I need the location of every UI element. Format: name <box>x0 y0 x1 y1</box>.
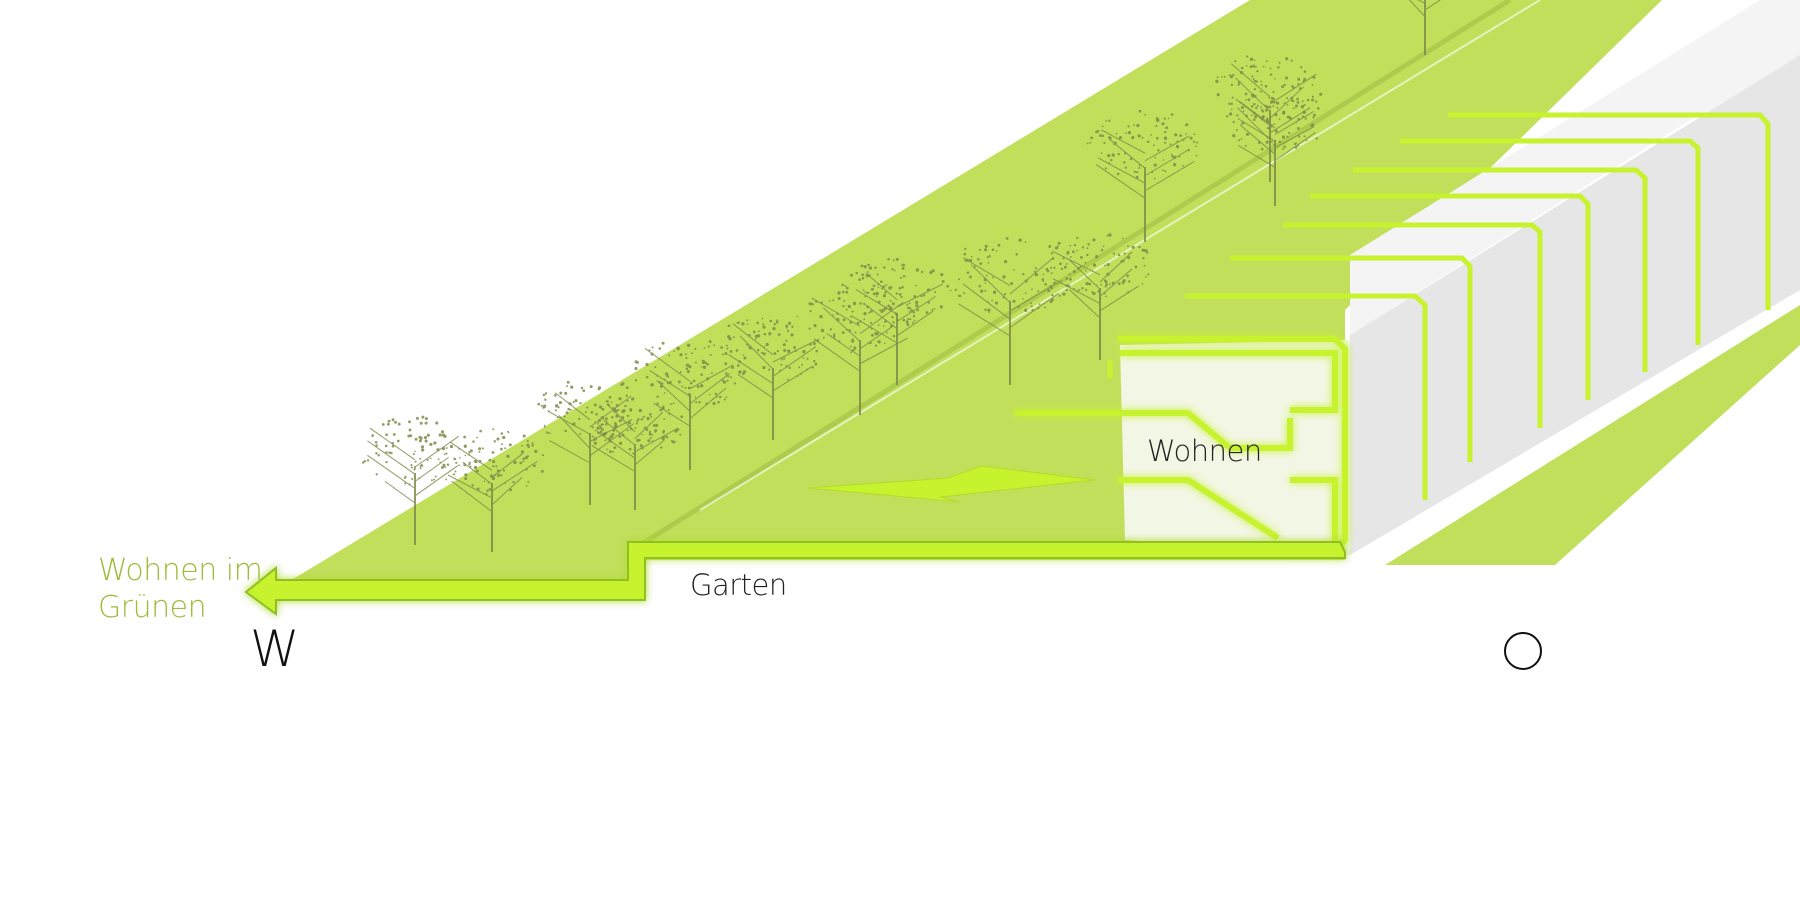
tree-icon <box>634 340 736 470</box>
east-compass-circle <box>1504 632 1542 670</box>
tree-icon <box>844 257 950 385</box>
label-wohnen-im-gruenen: Wohnen im Grünen <box>98 552 263 626</box>
building-fin-lines <box>1185 112 1771 500</box>
label-wohnen-im-gruenen-line1: Wohnen im <box>98 553 263 588</box>
tree-icon <box>537 380 645 505</box>
tree-icon <box>949 237 1072 385</box>
tree-icon <box>439 428 544 552</box>
tree-icon <box>1050 233 1150 360</box>
tree-icon <box>1215 55 1323 182</box>
tree-icon <box>724 315 825 440</box>
arrow-right-icon <box>807 465 1096 503</box>
tree-row <box>362 0 1441 552</box>
tree-icon <box>362 415 467 545</box>
tree-icon <box>1086 109 1199 242</box>
tree-icon <box>1408 0 1441 55</box>
green-strip-east <box>1385 305 1800 565</box>
building-front-face <box>1350 55 1800 555</box>
label-garten: Garten <box>690 568 787 602</box>
arrow-left-icon <box>244 541 1346 616</box>
label-west: W <box>250 620 300 678</box>
label-wohnen-im-gruenen-line2: Grünen <box>98 590 207 625</box>
tree-icon <box>808 283 916 415</box>
label-wohnen: Wohnen <box>1147 434 1262 468</box>
tree-icon <box>590 395 684 510</box>
